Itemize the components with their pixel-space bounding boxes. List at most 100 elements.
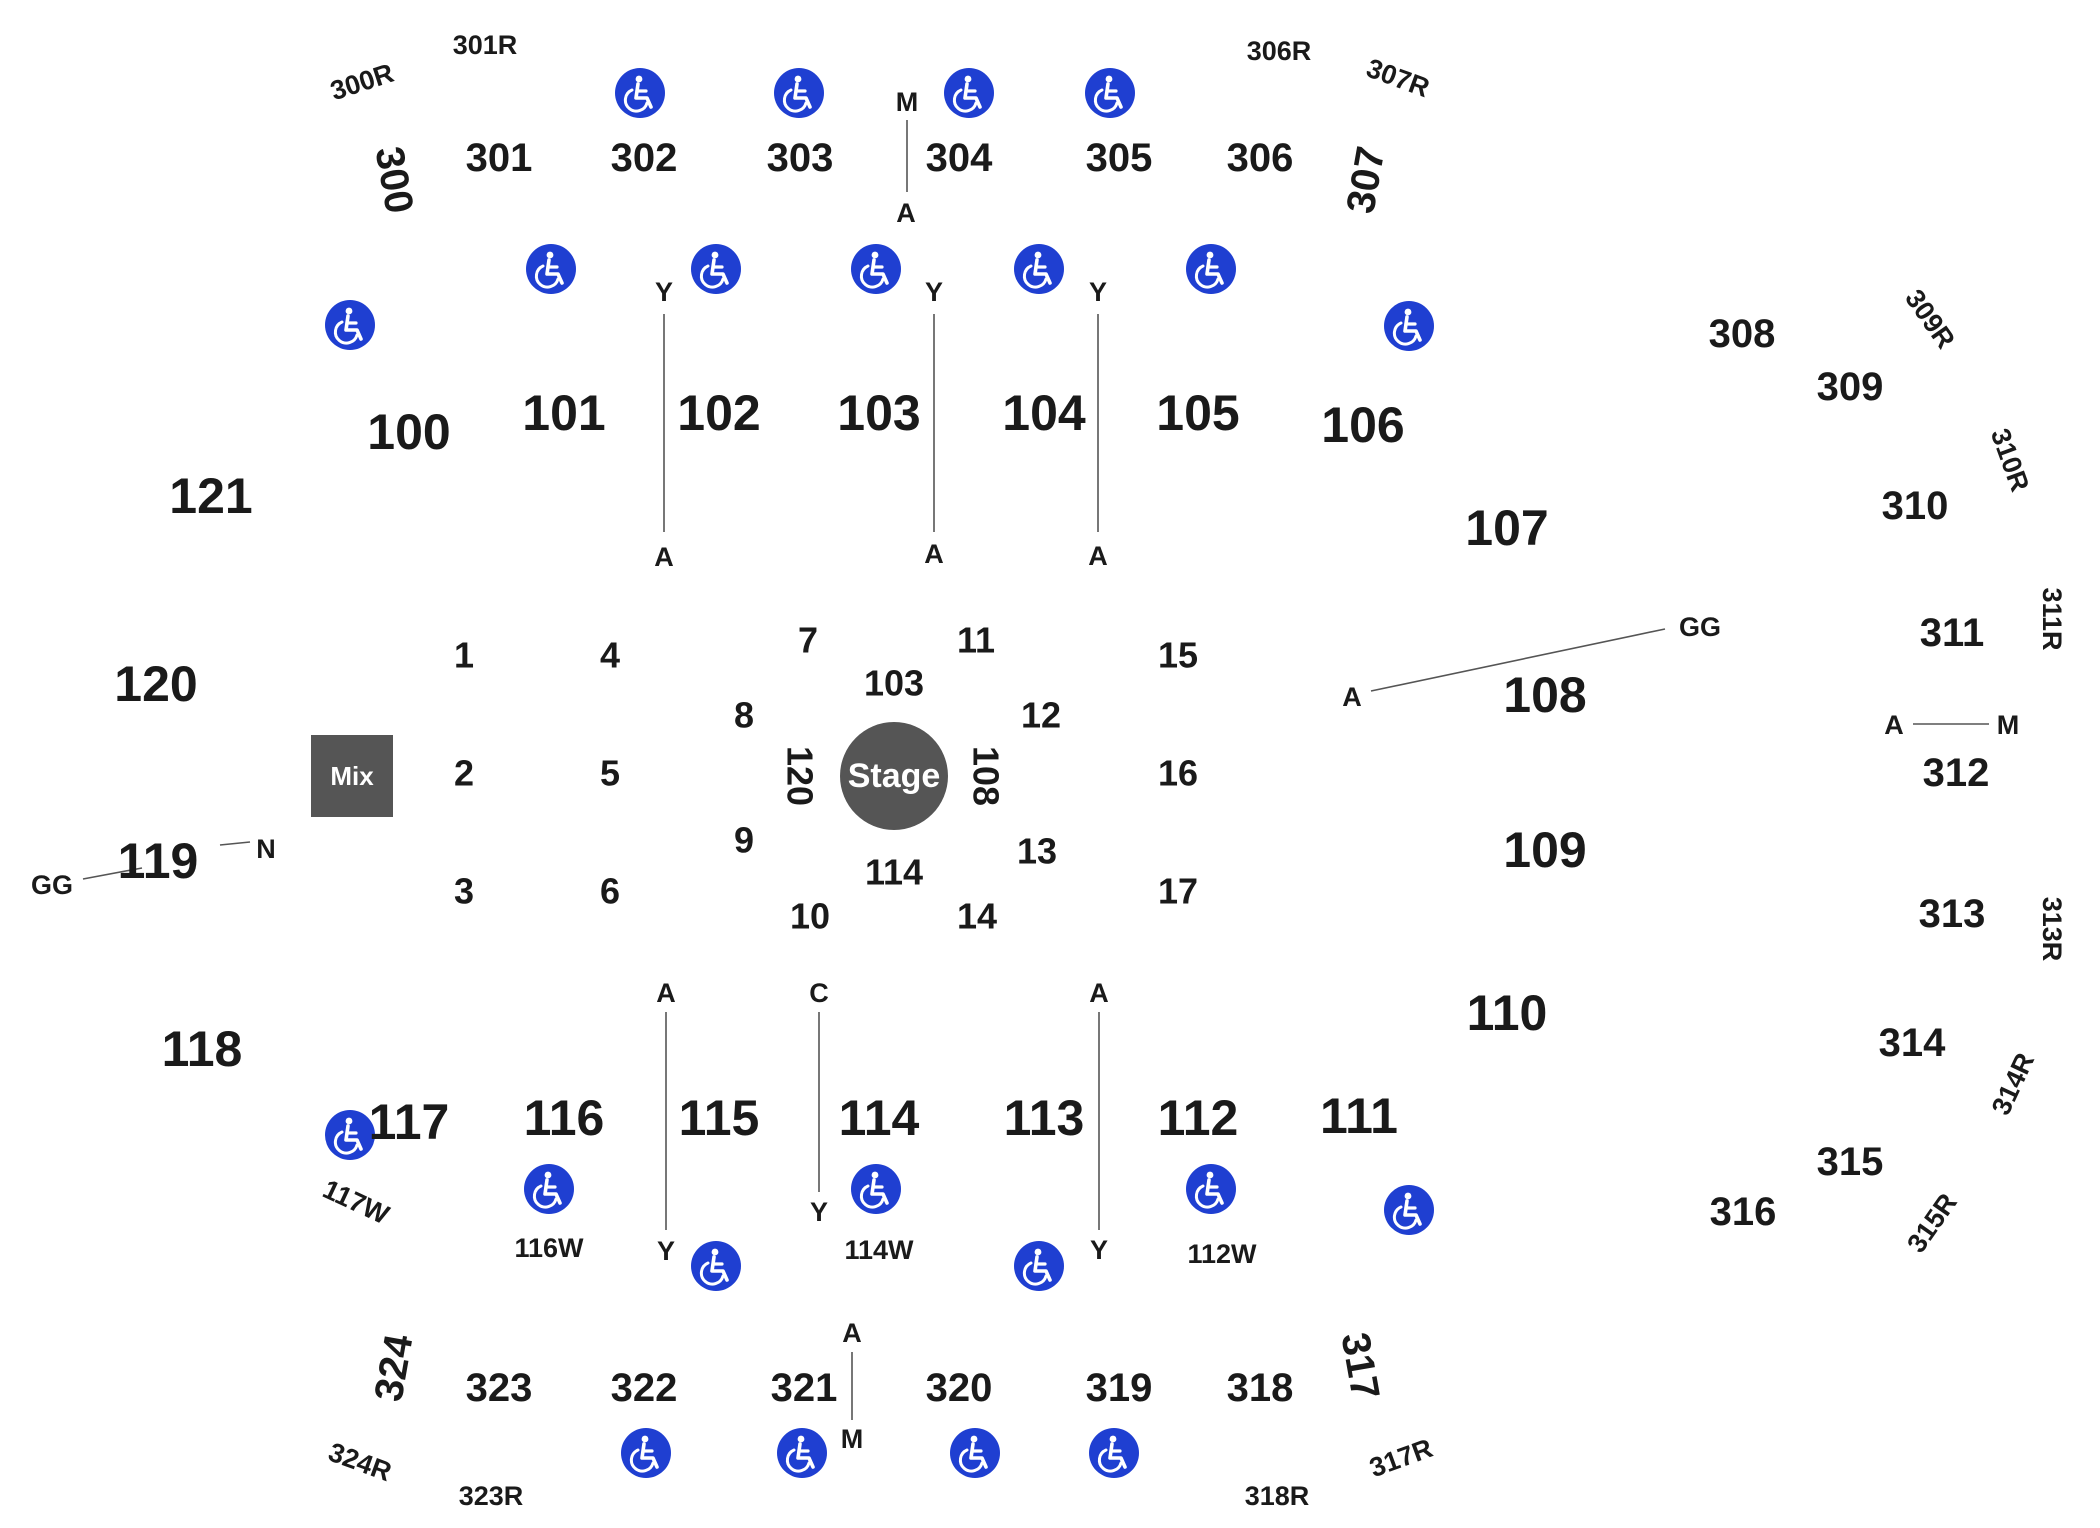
section-308[interactable]: 308 <box>1709 312 1776 356</box>
section-117[interactable]: 117 <box>369 1094 450 1150</box>
wheelchair-icon <box>777 1428 827 1478</box>
section-121[interactable]: 121 <box>169 468 252 524</box>
section-109[interactable]: 109 <box>1503 822 1586 878</box>
floor-section-13[interactable]: 13 <box>1017 831 1057 872</box>
row-label: Y <box>1089 277 1107 307</box>
wheelchair-icon <box>851 244 901 294</box>
section-314[interactable]: 314 <box>1879 1021 1946 1065</box>
floor-section-5[interactable]: 5 <box>600 753 620 794</box>
wheelchair-icon <box>1384 301 1434 351</box>
section-306[interactable]: 306 <box>1227 136 1294 180</box>
section-323[interactable]: 323 <box>466 1366 533 1410</box>
wheelchair-icon <box>615 68 665 118</box>
section-320[interactable]: 320 <box>926 1366 993 1410</box>
row-label: A <box>1884 710 1904 740</box>
section-103[interactable]: 103 <box>837 385 920 441</box>
section-112[interactable]: 112 <box>1158 1090 1239 1146</box>
floor-section-16[interactable]: 16 <box>1158 753 1198 794</box>
wheelchair-icon <box>1089 1428 1139 1478</box>
row-label: M <box>896 87 919 117</box>
floor-section-2[interactable]: 2 <box>454 753 474 794</box>
row-label: 314R <box>1986 1048 2040 1119</box>
section-305[interactable]: 305 <box>1086 136 1153 180</box>
row-label: Y <box>657 1236 675 1266</box>
stage-side-label-108[interactable]: 108 <box>966 746 1007 806</box>
floor-section-10[interactable]: 10 <box>790 896 830 937</box>
section-113[interactable]: 113 <box>1004 1090 1085 1146</box>
row-label: 310R <box>1985 425 2035 496</box>
wheelchair-icon <box>691 244 741 294</box>
row-label: Y <box>810 1197 828 1227</box>
section-322[interactable]: 322 <box>611 1366 678 1410</box>
section-319[interactable]: 319 <box>1086 1366 1153 1410</box>
section-120[interactable]: 120 <box>114 656 197 712</box>
row-label: 317R <box>1366 1433 1437 1483</box>
floor-section-3[interactable]: 3 <box>454 871 474 912</box>
aisle-line <box>82 867 143 880</box>
section-315[interactable]: 315 <box>1817 1140 1884 1184</box>
row-label: 300R <box>327 58 398 106</box>
section-116[interactable]: 116 <box>524 1090 605 1146</box>
section-108[interactable]: 108 <box>1503 667 1586 723</box>
wheelchair-icon <box>774 68 824 118</box>
section-301[interactable]: 301 <box>466 136 533 180</box>
stage-side-label-103[interactable]: 103 <box>864 663 924 704</box>
wheelchair-icon <box>1085 68 1135 118</box>
section-321[interactable]: 321 <box>771 1366 838 1410</box>
floor-section-15[interactable]: 15 <box>1158 635 1198 676</box>
floor-section-17[interactable]: 17 <box>1158 871 1198 912</box>
section-316[interactable]: 316 <box>1710 1190 1777 1234</box>
section-300[interactable]: 300 <box>367 143 422 216</box>
section-318[interactable]: 318 <box>1227 1366 1294 1410</box>
section-101[interactable]: 101 <box>522 385 605 441</box>
section-311[interactable]: 311 <box>1920 611 1985 655</box>
section-309[interactable]: 309 <box>1817 365 1884 409</box>
floor-section-4[interactable]: 4 <box>600 635 620 676</box>
section-303[interactable]: 303 <box>767 136 834 180</box>
section-111[interactable]: 111 <box>1320 1088 1398 1144</box>
section-114[interactable]: 114 <box>839 1090 920 1146</box>
wheelchair-icon <box>1384 1185 1434 1235</box>
stage-side-label-114[interactable]: 114 <box>865 852 923 893</box>
row-label: 112W <box>1187 1239 1257 1269</box>
floor-section-1[interactable]: 1 <box>454 635 474 676</box>
section-102[interactable]: 102 <box>677 385 760 441</box>
section-324[interactable]: 324 <box>367 1331 422 1405</box>
floor-section-7[interactable]: 7 <box>798 620 818 661</box>
floor-section-9[interactable]: 9 <box>734 820 754 861</box>
section-115[interactable]: 115 <box>679 1090 760 1146</box>
section-105[interactable]: 105 <box>1156 385 1239 441</box>
section-119[interactable]: 119 <box>118 833 199 889</box>
section-107[interactable]: 107 <box>1465 500 1548 556</box>
section-304[interactable]: 304 <box>926 136 993 180</box>
row-label: 315R <box>1901 1188 1963 1258</box>
stage-side-label-120[interactable]: 120 <box>780 746 821 806</box>
wheelchair-icon <box>325 1110 375 1160</box>
floor-section-8[interactable]: 8 <box>734 695 754 736</box>
floor-section-11[interactable]: 11 <box>957 620 995 661</box>
section-310[interactable]: 310 <box>1882 484 1949 528</box>
row-label: 324R <box>325 1437 396 1487</box>
section-317[interactable]: 317 <box>1333 1329 1388 1402</box>
floor-section-12[interactable]: 12 <box>1021 695 1061 736</box>
section-100[interactable]: 100 <box>367 404 450 460</box>
mix-booth <box>311 735 393 817</box>
section-313[interactable]: 313 <box>1919 892 1986 936</box>
section-307[interactable]: 307 <box>1339 143 1394 216</box>
section-302[interactable]: 302 <box>611 136 678 180</box>
wheelchair-icon <box>621 1428 671 1478</box>
floor-section-6[interactable]: 6 <box>600 871 620 912</box>
row-label: 306R <box>1247 36 1312 66</box>
section-110[interactable]: 110 <box>1467 985 1548 1041</box>
section-312[interactable]: 312 <box>1923 751 1990 795</box>
row-label: Y <box>1090 1235 1108 1265</box>
row-label: Y <box>925 277 943 307</box>
floor-section-14[interactable]: 14 <box>957 896 997 937</box>
section-104[interactable]: 104 <box>1002 385 1086 441</box>
row-label: A <box>896 198 916 228</box>
section-118[interactable]: 118 <box>162 1021 243 1077</box>
row-label: 301R <box>453 30 518 60</box>
row-label: 114W <box>844 1235 914 1265</box>
section-106[interactable]: 106 <box>1321 397 1404 453</box>
